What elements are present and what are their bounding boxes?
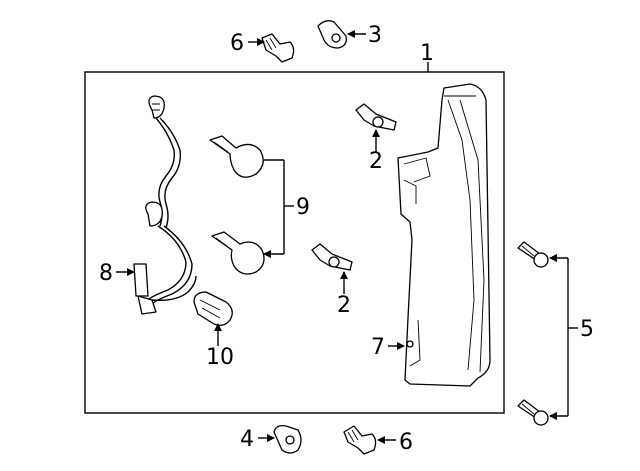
socket-upper xyxy=(355,103,397,131)
callout-9: 9 xyxy=(296,195,310,220)
callout-6b: 6 xyxy=(399,430,413,455)
bolt-upper xyxy=(517,241,549,268)
wiring-harness xyxy=(133,95,197,315)
tail-lamp-housing xyxy=(397,83,491,387)
assembly-frame xyxy=(84,71,505,414)
bulb-lower xyxy=(211,231,265,275)
push-pin-top xyxy=(261,33,295,63)
grommet-bottom xyxy=(273,424,302,454)
callout-4: 4 xyxy=(240,427,254,452)
callout-1: 1 xyxy=(420,41,434,66)
callout-10: 10 xyxy=(206,345,234,370)
callout-3: 3 xyxy=(368,23,382,48)
callout-2a: 2 xyxy=(369,149,383,174)
grommet-top xyxy=(317,20,347,49)
bulb-upper xyxy=(209,135,264,178)
callout-7: 7 xyxy=(371,335,385,360)
push-pin-bottom xyxy=(343,425,377,455)
callout-5: 5 xyxy=(580,317,594,342)
bolt-lower xyxy=(517,399,549,426)
callout-5-bracket xyxy=(549,254,578,420)
callout-2b: 2 xyxy=(337,293,351,318)
wedge-bulb xyxy=(193,291,233,326)
callout-8: 8 xyxy=(99,261,113,286)
callout-9-bracket xyxy=(263,159,294,258)
callout-6a: 6 xyxy=(230,31,244,56)
socket-lower xyxy=(311,243,353,271)
